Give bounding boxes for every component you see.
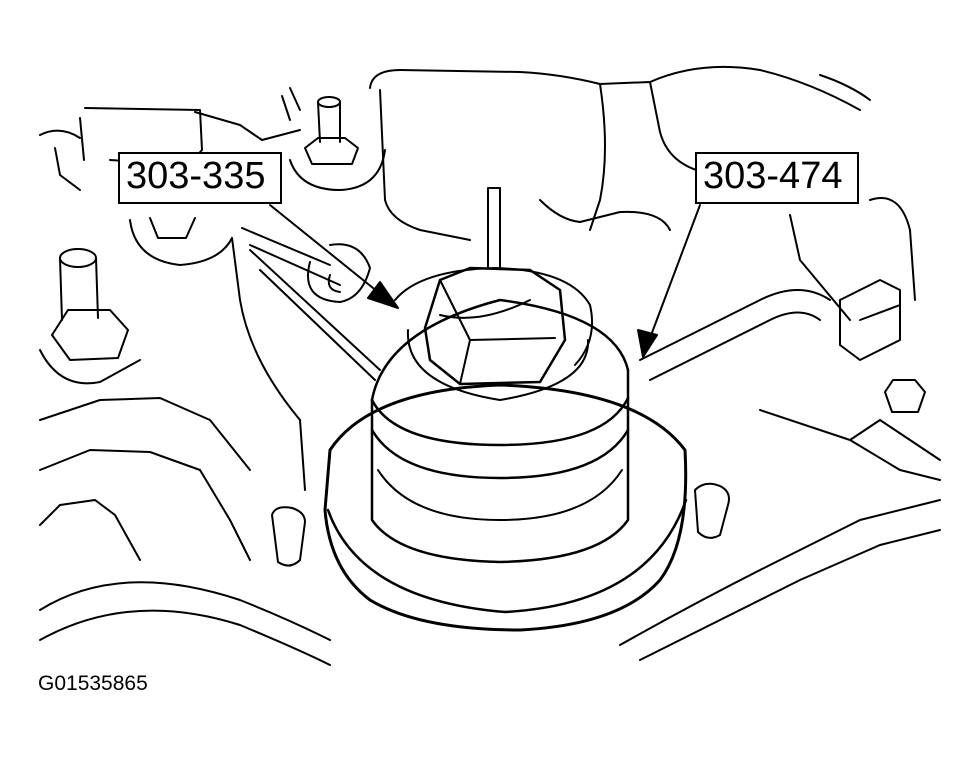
hex-nut: [423, 266, 567, 386]
callout-303-335: 303-335: [118, 152, 282, 204]
leader-303-474: [637, 204, 701, 358]
figure-id: G01535865: [38, 672, 148, 695]
bracket-rod: [241, 187, 501, 381]
upper-housing: [281, 65, 871, 241]
lower-plate: [39, 482, 941, 666]
left-stud: [39, 248, 141, 385]
callout-303-474: 303-474: [695, 152, 859, 204]
tool-303-474-base: [323, 383, 688, 632]
top-stud: [289, 96, 386, 191]
tool-303-335-body: [370, 267, 630, 564]
leader-303-335: [269, 204, 399, 309]
left-casting: [39, 217, 306, 561]
right-bracket: [639, 197, 941, 481]
